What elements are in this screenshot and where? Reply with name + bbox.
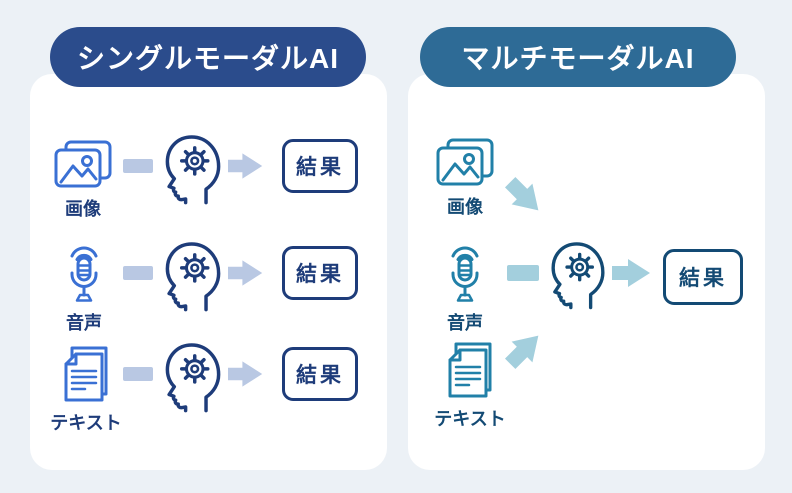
text-input: テキスト <box>50 346 122 433</box>
document-icon <box>448 342 492 398</box>
result-box: 結果 <box>663 249 743 305</box>
head-gear-icon <box>551 242 605 310</box>
image-icon <box>54 140 112 188</box>
arrow-right-icon <box>228 260 263 286</box>
input-label: 音声 <box>66 313 102 333</box>
result-box: 結果 <box>282 246 358 300</box>
image-icon <box>436 138 494 186</box>
arrow-up-right-icon <box>504 335 539 370</box>
microphone-icon <box>451 246 479 302</box>
arrow-right-icon <box>228 153 263 179</box>
result-label: 結果 <box>296 156 344 179</box>
arrow-right-icon <box>612 259 650 287</box>
input-label: テキスト <box>434 409 506 429</box>
result-label: 結果 <box>679 267 727 290</box>
input-label: テキスト <box>50 413 122 433</box>
arrow-down-right-icon <box>504 176 539 211</box>
image-input: 画像 <box>54 140 112 219</box>
image-input: 画像 <box>436 138 494 217</box>
input-label: 画像 <box>447 197 483 217</box>
head-gear-icon <box>165 343 221 413</box>
microphone-icon <box>70 246 98 302</box>
result-label: 結果 <box>296 263 344 286</box>
document-icon <box>64 346 108 402</box>
connector-dash <box>123 266 153 280</box>
audio-input: 音声 <box>60 244 108 333</box>
header-label: マルチモーダルAI <box>461 43 695 74</box>
result-box: 結果 <box>282 139 358 193</box>
multi-modal-header: マルチモーダルAI <box>420 27 736 87</box>
single-modal-panel: 画像 結果 <box>30 74 387 470</box>
audio-input: 音声 <box>441 244 489 333</box>
input-label: 画像 <box>65 199 101 219</box>
connector-dash <box>123 367 153 381</box>
head-gear-icon <box>165 242 221 312</box>
result-box: 結果 <box>282 347 358 401</box>
connector-dash <box>123 159 153 173</box>
single-modal-header: シングルモーダルAI <box>50 27 366 87</box>
connector-dash <box>507 265 539 281</box>
input-label: 音声 <box>447 313 483 333</box>
result-label: 結果 <box>296 364 344 387</box>
text-input: テキスト <box>434 342 506 429</box>
header-label: シングルモーダルAI <box>76 43 339 74</box>
head-gear-icon <box>165 135 221 205</box>
multi-modal-panel: 画像 音声 テキスト <box>408 74 765 470</box>
arrow-right-icon <box>228 361 263 387</box>
